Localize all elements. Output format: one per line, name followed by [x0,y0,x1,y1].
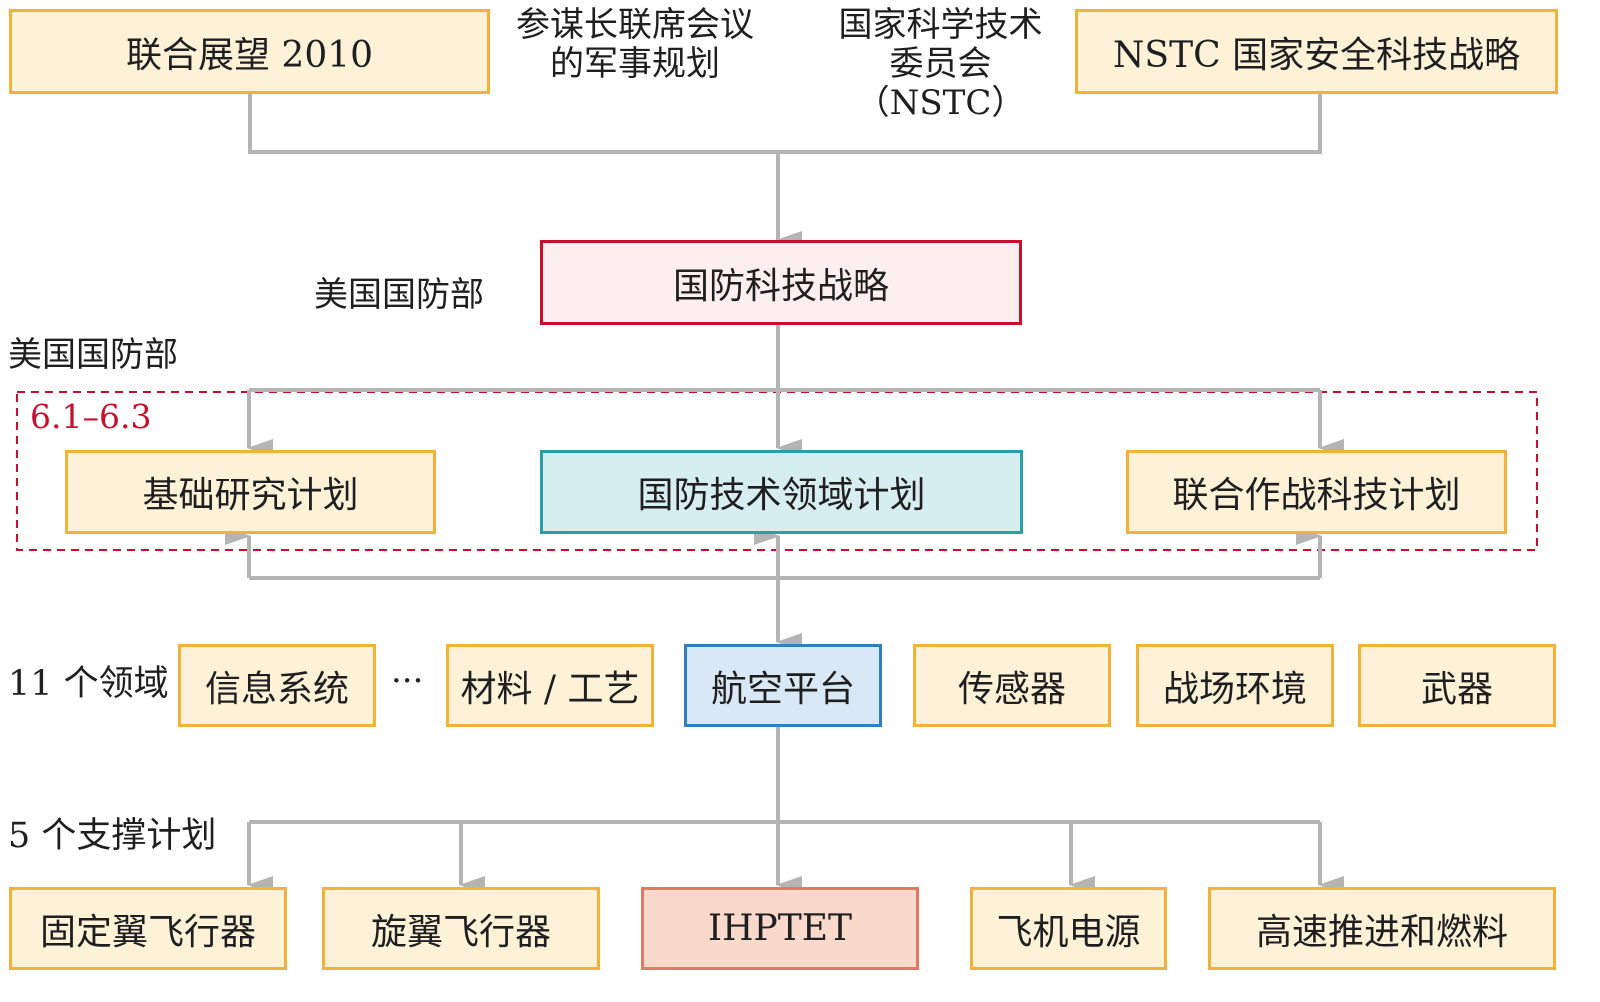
sensors-label: 传感器 [957,668,1066,710]
air-platforms-label: 航空平台 [710,668,855,710]
joint-warfighting-box: 联合作战科技计划 [1126,450,1507,534]
air-platforms-box: 航空平台 [684,644,882,727]
fixed-wing-label: 固定翼飞行器 [39,911,256,953]
nstc-strategy-box: NSTC 国家安全科技战略 [1075,9,1558,94]
support-label: 5 个支撑计划 [8,816,217,856]
defense-strategy-label: 国防科技战略 [672,265,889,307]
fixed-wing-box: 固定翼飞行器 [9,887,287,970]
areas-label: 11 个领域 [8,664,169,704]
weapons-label: 武器 [1420,668,1493,710]
info-systems-label: 信息系统 [204,668,349,710]
nstc-line-1: 国家科学技术 [838,5,1043,45]
jcs-military-planning-label: 参谋长联席会议 的军事规划 [495,5,775,85]
aircraft-power-box: 飞机电源 [970,887,1167,970]
rotary-wing-box: 旋翼飞行器 [322,887,600,970]
budget-range-label: 6.1–6.3 [30,397,152,436]
joint-vision-label: 联合展望 2010 [125,34,374,76]
jcs-line-1: 参谋长联席会议 [516,5,754,45]
rotary-wing-label: 旋翼飞行器 [370,911,551,953]
battlespace-env-box: 战场环境 [1136,644,1334,727]
nstc-line-3: （NSTC） [855,83,1026,124]
materials-label: 材料 / 工艺 [460,668,640,710]
high-speed-label: 高速推进和燃料 [1255,911,1508,953]
aircraft-power-label: 飞机电源 [996,911,1141,953]
nstc-strategy-label: NSTC 国家安全科技战略 [1112,34,1521,76]
basic-research-box: 基础研究计划 [65,450,436,534]
ihptet-box: IHPTET [641,887,919,970]
dod-label-upper: 美国国防部 [314,275,484,315]
defense-tech-area-box: 国防技术领域计划 [540,450,1023,534]
weapons-box: 武器 [1358,644,1556,727]
info-systems-box: 信息系统 [178,644,376,727]
ihptet-label: IHPTET [707,908,853,949]
joint-vision-box: 联合展望 2010 [9,9,490,94]
battlespace-env-label: 战场环境 [1162,668,1307,710]
basic-research-label: 基础研究计划 [142,475,359,516]
high-speed-box: 高速推进和燃料 [1208,887,1556,970]
joint-warfighting-label: 联合作战科技计划 [1172,475,1461,516]
sensors-box: 传感器 [913,644,1111,727]
nstc-label: 国家科学技术 委员会 （NSTC） [818,5,1063,124]
top-merge-line [248,94,1322,154]
areas-ellipsis: ··· [391,661,424,701]
defense-strategy-box: 国防科技战略 [540,240,1022,325]
materials-box: 材料 / 工艺 [446,644,654,727]
nstc-line-2: 委员会 [889,44,992,85]
defense-tech-area-label: 国防技术领域计划 [637,475,926,516]
dod-label-lower: 美国国防部 [8,335,178,375]
jcs-line-2: 的军事规划 [550,44,720,85]
